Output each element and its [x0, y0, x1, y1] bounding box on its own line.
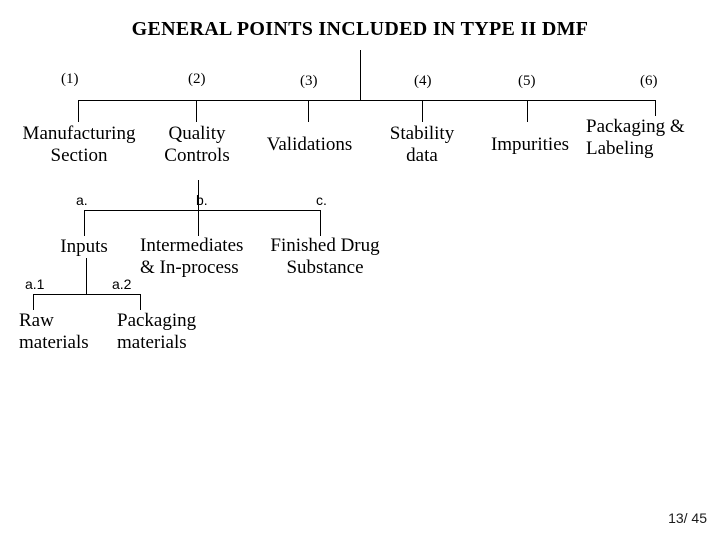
tag-a1: a.1	[25, 276, 45, 292]
tag-c: c.	[316, 192, 327, 208]
node-finished-drug-line1: Finished Drug	[270, 235, 380, 256]
connector-level1-drop-6	[655, 100, 656, 116]
connector-level1-drop-2	[196, 100, 197, 122]
node-validations-line1: Validations	[266, 134, 353, 155]
node-manufacturing-section: Manufacturing Section	[0, 123, 161, 167]
connector-level1-drop-4	[422, 100, 423, 122]
page-number: 13/ 45	[668, 510, 707, 526]
connector-level1-bus	[78, 100, 655, 101]
node-stability-data: Stability data	[381, 123, 463, 167]
connector-root-stem	[360, 50, 361, 100]
connector-level1-drop-1	[78, 100, 79, 122]
page-title: GENERAL POINTS INCLUDED IN TYPE II DMF	[131, 18, 589, 40]
index-tag-3: (3)	[300, 73, 318, 89]
index-tag-5: (5)	[518, 73, 536, 89]
node-stability-data-line2: data	[406, 145, 438, 166]
node-finished-drug-substance: Finished Drug Substance	[265, 235, 385, 279]
node-packaging-materials: Packaging materials	[117, 310, 217, 354]
connector-level3-drop-a1	[33, 294, 34, 310]
index-tag-2: (2)	[188, 71, 206, 87]
node-finished-drug-line2: Substance	[286, 257, 364, 278]
connector-level2-stem	[198, 180, 199, 210]
node-quality-controls: Quality Controls	[155, 123, 239, 167]
node-packaging-labeling: Packaging & Labeling	[586, 116, 719, 160]
node-packaging-labeling-line2: Labeling	[586, 138, 654, 159]
connector-level1-drop-5	[527, 100, 528, 122]
node-raw-materials-line2: materials	[19, 332, 89, 353]
node-inputs-line1: Inputs	[60, 236, 108, 257]
node-stability-data-line1: Stability	[389, 123, 455, 144]
node-impurities: Impurities	[479, 133, 581, 156]
node-intermediates-line2: & In-process	[140, 257, 239, 278]
index-tag-6: (6)	[640, 73, 658, 89]
index-tag-4: (4)	[414, 73, 432, 89]
node-packaging-materials-line1: Packaging	[117, 310, 197, 331]
node-raw-materials-line1: Raw	[19, 310, 54, 331]
connector-level3-stem	[86, 258, 87, 294]
connector-level2-drop-c	[320, 210, 321, 236]
tag-a2: a.2	[112, 276, 132, 292]
node-packaging-materials-line2: materials	[117, 332, 187, 353]
connector-level2-drop-a	[84, 210, 85, 236]
connector-level2-bus	[84, 210, 320, 211]
connector-level1-drop-3	[308, 100, 309, 122]
connector-level3-drop-a2	[140, 294, 141, 310]
connector-level2-drop-b	[198, 210, 199, 236]
connector-level3-bus	[33, 294, 140, 295]
node-quality-controls-line1: Quality	[168, 123, 226, 144]
node-manufacturing-section-line2: Section	[50, 145, 108, 166]
node-impurities-line1: Impurities	[490, 134, 570, 155]
node-intermediates-line1: Intermediates	[140, 235, 244, 256]
tag-a: a.	[76, 192, 88, 208]
node-intermediates-inprocess: Intermediates & In-process	[140, 235, 270, 279]
index-tag-1: (1)	[61, 71, 79, 87]
tag-b: b.	[196, 192, 208, 208]
node-raw-materials: Raw materials	[19, 310, 111, 354]
node-packaging-labeling-line1: Packaging &	[586, 116, 685, 137]
node-manufacturing-section-line1: Manufacturing	[22, 123, 136, 144]
node-inputs: Inputs	[44, 235, 124, 258]
node-validations: Validations	[252, 133, 367, 156]
node-quality-controls-line2: Controls	[164, 145, 230, 166]
